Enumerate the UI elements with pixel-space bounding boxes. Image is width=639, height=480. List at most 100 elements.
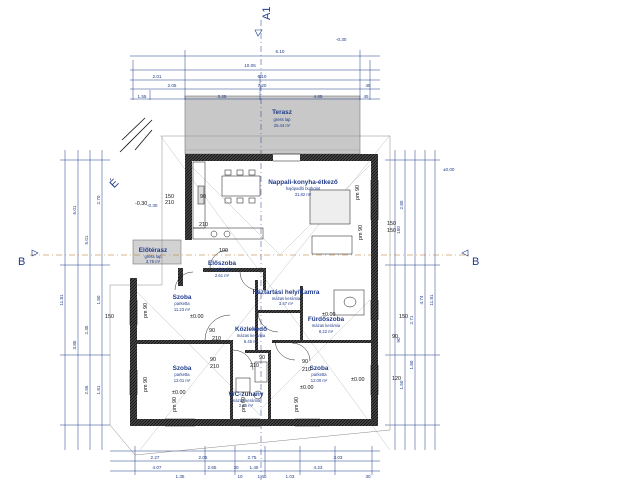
dimension-label: 3.25 (218, 94, 227, 99)
dimension-label: 2.55 (84, 385, 89, 394)
dimension-label: 4.23 (314, 465, 323, 470)
dimension-label: 2.71 (409, 315, 414, 324)
level-top: -0.30 (336, 37, 347, 42)
room-hall: Előszoba hajópadló 2.61 m² (208, 260, 236, 278)
level-right: ±0.00 (443, 167, 455, 172)
door-label: pm 90 (172, 397, 178, 412)
dimension-label: 6.10 (276, 49, 285, 54)
svg-text:mázas kerámia: mázas kerámia (232, 398, 261, 403)
section-a-label: A1 (261, 7, 273, 20)
door-label: ±0.00 (172, 390, 185, 396)
dimension-label: 1.40 (258, 474, 267, 479)
dimension-label: 4.85 (314, 94, 323, 99)
walls (130, 154, 378, 426)
door-label: 210 (165, 200, 174, 206)
svg-text:25.44 m²: 25.44 m² (274, 123, 291, 128)
dimension-label: 2.35 (84, 325, 89, 334)
dimension-label: 10 (237, 474, 243, 479)
door-label: 210 (210, 364, 219, 370)
svg-text:Előszoba: Előszoba (208, 260, 236, 267)
dimension-label: 1.80 (409, 360, 414, 369)
level-kitchen-left: -0.30 (147, 203, 158, 208)
svg-text:mázas kerámia: mázas kerámia (272, 296, 301, 301)
dimension-label: 90 (396, 337, 401, 343)
room-corridor: Közlekedő mázas kerámia 6.45 m² (235, 326, 267, 344)
svg-text:hajópadló: hajópadló (213, 267, 232, 272)
dimension-label: 1.45 (250, 465, 259, 470)
dimension-label: 45 (363, 94, 369, 99)
dimension-label: 45 (365, 83, 371, 88)
dimension-label: 7.20 (258, 83, 267, 88)
dimension-lines (60, 50, 440, 475)
svg-text:gress lap: gress lap (145, 254, 163, 259)
door-label: 90 (302, 359, 308, 365)
svg-text:12.00 m²: 12.00 m² (311, 378, 328, 383)
section-b-left-marker-icon (31, 249, 39, 257)
dimension-label: 1.80 (96, 295, 101, 304)
dimension-label: 30 (365, 474, 371, 479)
door-label: ±0.00 (322, 312, 335, 318)
dimension-label: 5.01 (84, 235, 89, 244)
door-label: 100 (219, 248, 228, 254)
dimension-label: 1.03 (286, 474, 295, 479)
svg-text:6.22 m²: 6.22 m² (319, 329, 334, 334)
dimension-label: 1.35 (176, 474, 185, 479)
dimension-label: 1.50 (399, 380, 404, 389)
windows (129, 153, 379, 427)
door-label: 90 (209, 328, 215, 334)
dimension-label: 11.81 (429, 294, 434, 306)
roof-outline (109, 135, 391, 456)
door-label: 210 (302, 367, 311, 373)
terrace-area (184, 95, 361, 155)
room-wc: WC-zuhany mázas kerámia 2.75 m² (229, 391, 264, 408)
dimension-label: 1.81 (96, 385, 101, 394)
north-arrow-icon (119, 117, 153, 153)
dimension-label: 1.55 (138, 94, 147, 99)
svg-text:parketta: parketta (174, 301, 190, 306)
entry-terrace-area (132, 239, 182, 265)
door-swings (174, 249, 311, 371)
door-label: pm 90 (355, 185, 361, 200)
door-label: 150 (387, 221, 396, 227)
room-bedroom-2: Szoba parketta 12.01 m² (173, 365, 192, 383)
dimension-label: 150 (396, 226, 401, 234)
door-label: pm 90 (294, 397, 300, 412)
svg-text:6.45 m²: 6.45 m² (244, 339, 259, 344)
north-label: É (107, 176, 121, 190)
svg-text:12.01 m²: 12.01 m² (174, 378, 191, 383)
dimension-label: 30 (233, 465, 239, 470)
door-label: pm 90 (143, 303, 149, 318)
room-bathroom: Fürdőszoba mázas kerámia 6.22 m² (308, 316, 345, 334)
room-living: Nappali-konyha-étkező hajópadló burkolat… (268, 179, 338, 197)
dimension-label: 2.05 (168, 83, 177, 88)
dimension-label: 2.70 (96, 195, 101, 204)
svg-text:parketta: parketta (311, 372, 327, 377)
door-label: 150 (399, 314, 408, 320)
dimension-label: 6.10 (258, 74, 267, 79)
door-label: 210 (212, 336, 221, 342)
room-bedroom-1: Szoba parketta 11.23 m² (173, 294, 192, 312)
dimension-label: 2.27 (151, 455, 160, 460)
dimension-label: 2.01 (153, 74, 162, 79)
door-label: 210 (199, 222, 208, 228)
dimension-label: 3.03 (334, 455, 343, 460)
door-label: ±0.00 (190, 314, 203, 320)
door-label: 90 (392, 334, 398, 340)
svg-text:WC-zuhany: WC-zuhany (229, 391, 264, 398)
room-bedroom-3: Szoba parketta 12.00 m² (310, 365, 329, 383)
dimension-label: 2.65 (208, 465, 217, 470)
svg-text:parketta: parketta (174, 372, 190, 377)
door-label: 120 (392, 376, 401, 382)
dimension-label: 2.80 (399, 200, 404, 209)
section-b-left-label: B (18, 256, 25, 268)
svg-text:hajópadló burkolat: hajópadló burkolat (286, 186, 321, 191)
svg-text:Fürdőszoba: Fürdőszoba (308, 316, 345, 323)
door-label: 210 (250, 363, 259, 369)
door-label: pm 90 (143, 377, 149, 392)
door-label: 90 (259, 355, 265, 361)
svg-text:2.61 m²: 2.61 m² (215, 273, 230, 278)
